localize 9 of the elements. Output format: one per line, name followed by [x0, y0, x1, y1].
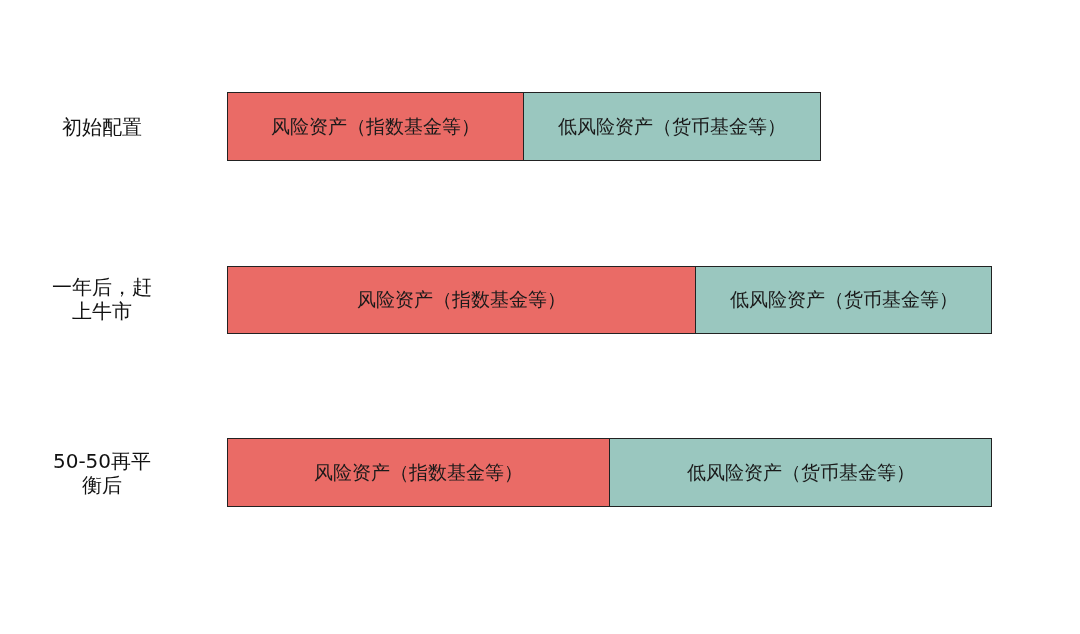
- allocation-bar: 低风险资产（货币基金等）: [609, 438, 992, 507]
- allocation-bar: 风险资产（指数基金等）: [227, 266, 696, 334]
- allocation-bar: 风险资产（指数基金等）: [227, 92, 524, 161]
- allocation-bar: 风险资产（指数基金等）: [227, 438, 610, 507]
- allocation-bar: 低风险资产（货币基金等）: [695, 266, 992, 334]
- row-label: 初始配置: [61, 115, 143, 139]
- row-label: 50-50再平衡后: [51, 449, 153, 497]
- row-label: 一年后，赶上牛市: [51, 275, 153, 323]
- allocation-bar: 低风险资产（货币基金等）: [523, 92, 821, 161]
